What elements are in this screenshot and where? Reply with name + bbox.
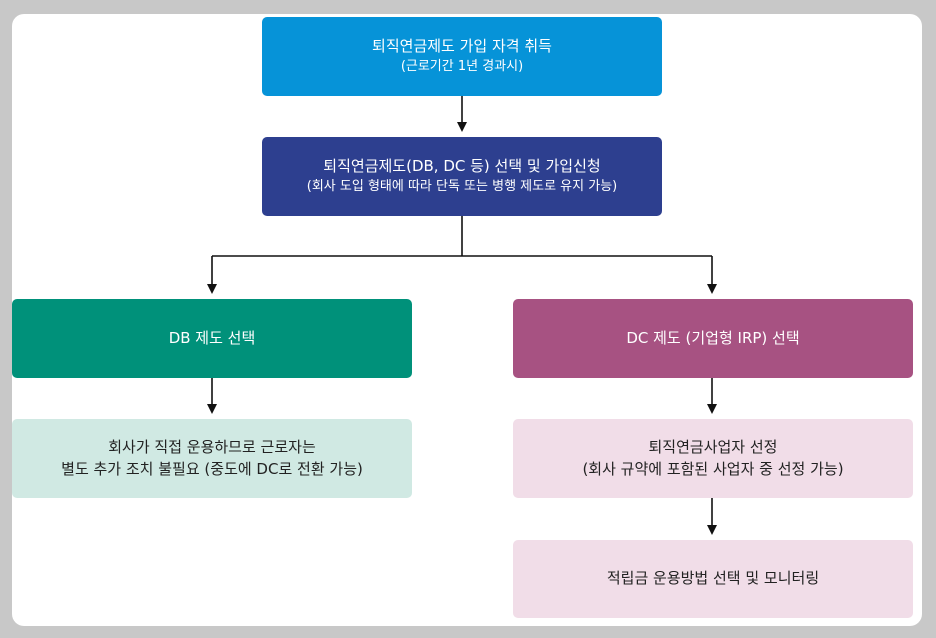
node-dc-provider-title: 퇴직연금사업자 선정	[648, 437, 778, 456]
node-select-subtitle: (회사 도입 형태에 따라 단독 또는 병행 제도로 유지 가능)	[306, 178, 618, 194]
node-db-detail-line2: 별도 추가 조치 불필요 (중도에 DC로 전환 가능)	[61, 459, 363, 478]
node-dc-manage: 적립금 운용방법 선택 및 모니터링	[513, 540, 913, 618]
node-dc: DC 제도 (기업형 IRP) 선택	[513, 299, 913, 378]
node-db-detail-line1: 회사가 직접 운용하므로 근로자는	[108, 437, 316, 456]
node-dc-provider: 퇴직연금사업자 선정 (회사 규약에 포함된 사업자 중 선정 가능)	[513, 419, 913, 498]
node-select: 퇴직연금제도(DB, DC 등) 선택 및 가입신청 (회사 도입 형태에 따라…	[262, 137, 662, 216]
node-dc-manage-title: 적립금 운용방법 선택 및 모니터링	[606, 569, 820, 588]
node-enroll: 퇴직연금제도 가입 자격 취득 (근로기간 1년 경과시)	[262, 17, 662, 96]
node-dc-provider-subtitle: (회사 규약에 포함된 사업자 중 선정 가능)	[582, 459, 844, 478]
node-db: DB 제도 선택	[12, 299, 412, 378]
node-enroll-title: 퇴직연금제도 가입 자격 취득	[372, 37, 552, 56]
node-enroll-subtitle: (근로기간 1년 경과시)	[400, 58, 524, 74]
node-select-title: 퇴직연금제도(DB, DC 등) 선택 및 가입신청	[323, 157, 601, 176]
node-db-detail: 회사가 직접 운용하므로 근로자는 별도 추가 조치 불필요 (중도에 DC로 …	[12, 419, 412, 498]
node-dc-title: DC 제도 (기업형 IRP) 선택	[626, 328, 800, 347]
node-db-title: DB 제도 선택	[168, 328, 256, 347]
